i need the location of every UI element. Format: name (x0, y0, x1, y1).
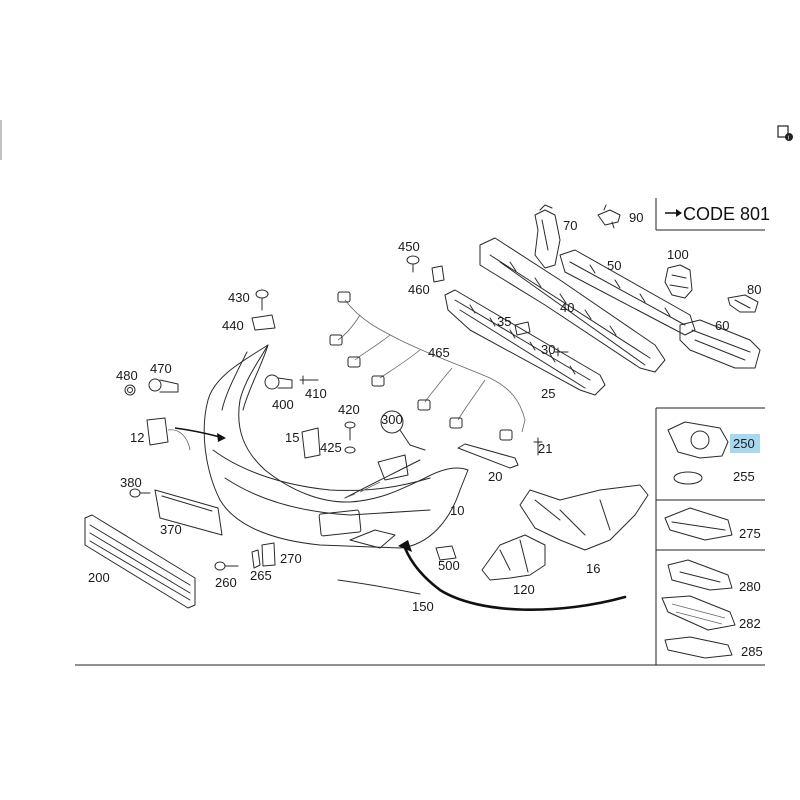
bracket-12[interactable] (146, 417, 191, 451)
label-10[interactable]: 10 (450, 503, 464, 518)
bracket-15[interactable] (301, 427, 321, 459)
assembly-arrow (398, 540, 627, 611)
bolt-380[interactable] (129, 488, 151, 498)
label-150[interactable]: 150 (412, 599, 434, 614)
svg-text:i: i (788, 136, 789, 142)
label-35[interactable]: 35 (497, 314, 511, 329)
bumper-beam-50[interactable] (559, 249, 696, 336)
bracket-440[interactable] (251, 314, 276, 331)
label-450[interactable]: 450 (398, 239, 420, 254)
label-255[interactable]: 255 (733, 469, 755, 484)
small-arrow (174, 427, 226, 442)
license-bracket-370[interactable] (154, 489, 223, 536)
sensor-400[interactable] (264, 374, 293, 390)
clip-500[interactable] (435, 545, 457, 561)
screw-450[interactable] (406, 255, 420, 273)
bracket-270[interactable] (261, 542, 276, 567)
label-425[interactable]: 425 (320, 440, 342, 455)
label-100[interactable]: 100 (667, 247, 689, 262)
code-801-label: CODE 801 (683, 204, 770, 224)
label-480[interactable]: 480 (116, 368, 138, 383)
label-90[interactable]: 90 (629, 210, 643, 225)
label-16[interactable]: 16 (586, 561, 600, 576)
ring-255[interactable] (673, 471, 703, 485)
clip-460[interactable] (431, 265, 445, 283)
washer-425[interactable] (344, 446, 356, 454)
label-40[interactable]: 40 (560, 300, 574, 315)
label-12[interactable]: 12 (130, 430, 144, 445)
label-500[interactable]: 500 (438, 558, 460, 573)
clip-35[interactable] (514, 321, 531, 336)
right-detail-panel (655, 407, 765, 665)
screw-420[interactable] (344, 421, 356, 441)
wiring-harness[interactable] (329, 291, 526, 441)
air-guide-120[interactable] (481, 534, 546, 581)
screw-410[interactable] (299, 375, 319, 385)
bracket-100[interactable] (664, 264, 693, 299)
label-250-highlight (730, 434, 760, 453)
impact-absorber-25[interactable] (444, 289, 606, 396)
trim-20[interactable] (457, 443, 519, 469)
label-460[interactable]: 460 (408, 282, 430, 297)
bumper-cover[interactable] (203, 344, 469, 549)
ring-480[interactable] (124, 384, 136, 396)
label-250[interactable]: 250 (733, 436, 755, 451)
trim-strip-285[interactable] (664, 636, 733, 659)
label-275[interactable]: 275 (739, 526, 761, 541)
label-50[interactable]: 50 (607, 258, 621, 273)
screw-21[interactable] (533, 437, 543, 456)
label-285[interactable]: 285 (741, 644, 763, 659)
label-200[interactable]: 200 (88, 570, 110, 585)
label-60[interactable]: 60 (715, 318, 729, 333)
label-300[interactable]: 300 (381, 412, 403, 427)
label-440[interactable]: 440 (222, 318, 244, 333)
bolt-260[interactable] (214, 561, 239, 571)
label-280[interactable]: 280 (739, 579, 761, 594)
label-80[interactable]: 80 (747, 282, 761, 297)
trim-strip-150[interactable] (337, 579, 421, 595)
label-465[interactable]: 465 (428, 345, 450, 360)
label-21[interactable]: 21 (538, 441, 552, 456)
label-410[interactable]: 410 (305, 386, 327, 401)
info-doc-icon[interactable]: i (777, 125, 793, 142)
bracket-70[interactable] (534, 204, 561, 269)
label-265[interactable]: 265 (250, 568, 272, 583)
absorber-60[interactable] (679, 319, 761, 369)
grille-insert-275[interactable] (664, 507, 733, 541)
label-25[interactable]: 25 (541, 386, 555, 401)
label-370[interactable]: 370 (160, 522, 182, 537)
reinforcement-40[interactable] (479, 237, 666, 373)
grille-200[interactable] (84, 514, 196, 609)
bracket-16[interactable] (519, 484, 649, 551)
label-15[interactable]: 15 (285, 430, 299, 445)
mesh-insert-282[interactable] (661, 595, 736, 631)
label-120[interactable]: 120 (513, 582, 535, 597)
label-470[interactable]: 470 (150, 361, 172, 376)
label-20[interactable]: 20 (488, 469, 502, 484)
label-260[interactable]: 260 (215, 575, 237, 590)
fog-lamp-cover-280[interactable] (667, 559, 733, 591)
nut-265[interactable] (251, 549, 261, 569)
label-420[interactable]: 420 (338, 402, 360, 417)
bracket-80[interactable] (727, 294, 759, 313)
connector-300[interactable] (344, 410, 426, 499)
label-70[interactable]: 70 (563, 218, 577, 233)
label-380[interactable]: 380 (120, 475, 142, 490)
code-801-box: CODE 801 (655, 198, 770, 231)
sensor-470[interactable] (148, 378, 179, 393)
fog-lamp-frame-250[interactable] (667, 421, 729, 459)
label-282[interactable]: 282 (739, 616, 761, 631)
screw-30[interactable] (554, 347, 569, 357)
label-400[interactable]: 400 (272, 397, 294, 412)
label-270[interactable]: 270 (280, 551, 302, 566)
bracket-90[interactable] (597, 204, 621, 229)
label-30[interactable]: 30 (541, 342, 555, 357)
label-430[interactable]: 430 (228, 290, 250, 305)
bolt-430[interactable] (255, 289, 269, 311)
